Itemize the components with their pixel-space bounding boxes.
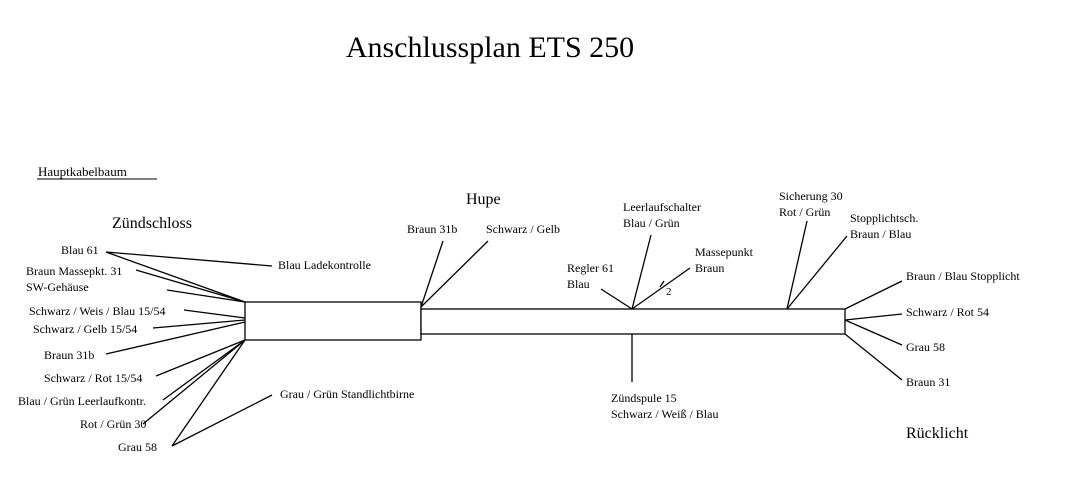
label-braun-31: Braun 31 [906, 375, 950, 389]
wire-grau-58-left [171, 339, 246, 447]
label-schwarz-rot-54: Schwarz / Rot 54 [906, 305, 989, 319]
label-schwarz-weis-blau: Schwarz / Weis / Blau 15/54 [29, 304, 165, 318]
label-grau-58-left: Grau 58 [118, 440, 157, 454]
wire-sw-gehaeuse [166, 289, 246, 303]
wire-rot-gruen-30 [142, 339, 246, 425]
left-upper-wires [105, 251, 273, 329]
label-hupe-schwarz-gelb: Schwarz / Gelb [486, 222, 560, 236]
label-stopplichtsch: Stopplichtsch. [850, 211, 918, 225]
label-leerlaufschalter-farbe: Blau / Grün [623, 216, 680, 230]
label-blau-61: Blau 61 [61, 243, 99, 257]
wire-sicherung-30 [786, 220, 808, 310]
wire-schwarz-weis-blau [183, 309, 246, 319]
wire-hupe-braun-31b [420, 240, 444, 308]
label-braun-blau-stopplicht: Braun / Blau Stopplicht [906, 269, 1020, 283]
wire-hupe-schwarz-gelb [420, 240, 489, 308]
label-blau-gruen-leerlauf: Blau / Grün Leerlaufkontr. [18, 394, 146, 408]
group-label-hupe: Hupe [466, 191, 501, 208]
main-harness-tube [420, 308, 846, 335]
wire-grau-58-right [844, 319, 903, 346]
label-sicherung-farbe: Rot / Grün [779, 205, 830, 219]
label-grau-58-right: Grau 58 [906, 340, 945, 354]
top-wires [420, 220, 848, 310]
label-schwarz-rot-1554: Schwarz / Rot 15/54 [44, 371, 142, 385]
wire-schwarz-rot-1554 [155, 339, 246, 377]
label-leerlaufschalter: Leerlaufschalter [623, 200, 701, 214]
harness-block [244, 301, 422, 341]
wire-blau-gruen-leerlauf [162, 339, 246, 401]
right-wires [844, 280, 903, 381]
wire-schwarz-gelb [152, 319, 246, 329]
label-rot-gruen-30: Rot / Grün 30 [80, 417, 146, 431]
label-stopplichtsch-farbe: Braun / Blau [850, 227, 911, 241]
label-massepunkt-farbe: Braun [695, 261, 724, 275]
wire-massepunkt [631, 267, 691, 310]
label-regler-61: Regler 61 [567, 261, 614, 275]
wire-braun-blau-stopplicht [844, 280, 903, 310]
wire-regler-61 [600, 288, 633, 310]
wire-braun-massepkt [135, 269, 246, 303]
wire-braun-31 [844, 333, 903, 381]
label-schwarz-gelb-1554: Schwarz / Gelb 15/54 [33, 322, 137, 336]
label-braun-31b: Braun 31b [44, 348, 94, 362]
left-lower-wires [105, 321, 273, 447]
wire-blau-ladekontrolle [105, 251, 273, 267]
label-sicherung-30: Sicherung 30 [779, 189, 843, 203]
wire-stopplichtsch [786, 235, 848, 310]
label-zuendspule-farbe: Schwarz / Weiß / Blau [611, 407, 718, 421]
wire-blau-61 [105, 251, 246, 303]
wire-leerlaufschalter [631, 234, 652, 310]
wire-grau-gruen-standlicht [171, 394, 273, 447]
wire-braun-31b [105, 321, 246, 355]
label-massepunkt: Massepunkt [695, 245, 754, 259]
label-massepunkt-anzahl: 2 [666, 286, 672, 298]
group-label-zuendschloss: Zündschloss [112, 215, 192, 232]
group-label-ruecklicht: Rücklicht [906, 425, 969, 442]
label-grau-gruen-standlicht: Grau / Grün Standlichtbirne [280, 387, 414, 401]
wire-schwarz-rot-54 [844, 313, 903, 321]
label-regler-blau: Blau [567, 277, 590, 291]
diagram-title: Anschlussplan ETS 250 [346, 31, 634, 64]
label-hupe-braun-31b: Braun 31b [407, 222, 457, 236]
label-sw-gehaeuse: SW-Gehäuse [26, 280, 89, 294]
label-blau-ladekontrolle: Blau Ladekontrolle [278, 258, 371, 272]
wire-massepunkt-tick [659, 280, 665, 288]
diagram-subtitle: Hauptkabelbaum [38, 164, 127, 179]
label-braun-massepkt-31: Braun Massepkt. 31 [26, 264, 122, 278]
label-zuendspule-15: Zündspule 15 [611, 391, 677, 405]
